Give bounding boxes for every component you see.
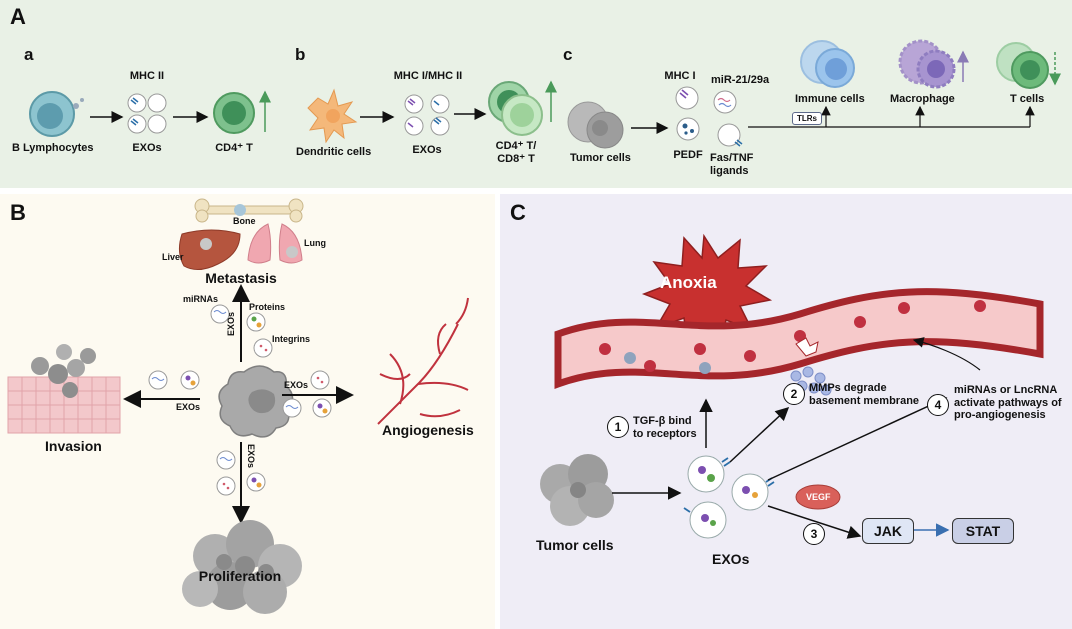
cd4-cd8-t-label: CD4⁺ T/ CD8⁺ T: [495, 140, 537, 165]
exos-left-label: EXOs: [176, 402, 201, 412]
b-lymphocytes-label: B Lymphocytes: [12, 142, 94, 154]
step3-number: 3: [803, 523, 825, 545]
integrins-label: Integrins: [272, 334, 311, 344]
exos-cluster-b-icon: [404, 94, 450, 136]
exos-down-label: EXOs: [246, 444, 256, 469]
lung-label: Lung: [304, 238, 326, 248]
panel-c: C: [500, 194, 1072, 629]
sub-a-label: a: [24, 45, 34, 64]
dendritic-cell-icon: [307, 88, 358, 144]
step2-number: 2: [783, 383, 805, 405]
mhc-i-label: MHC I: [664, 70, 696, 82]
step1-text: TGF-β bind to receptors: [633, 415, 697, 440]
angiogenesis-label: Angiogenesis: [382, 422, 474, 438]
exos-a-label: EXOs: [132, 142, 162, 154]
sub-c-label: c: [563, 45, 573, 64]
blood-vessel-icon: [554, 288, 1044, 390]
liver-icon: [178, 229, 241, 270]
immune-cells-label: Immune cells: [795, 93, 865, 105]
bone-label: Bone: [233, 216, 256, 226]
exos-cluster-a-icon: [127, 93, 167, 134]
stat-box: STAT: [952, 518, 1014, 544]
macrophage-icon: [898, 39, 956, 89]
anoxia-label: Anoxia: [660, 273, 717, 292]
step4-number: 4: [927, 394, 949, 416]
angiogenesis-vessels-icon: [377, 297, 469, 425]
exos-b-label: EXOs: [412, 144, 442, 156]
b-lymphocyte-icon: [29, 91, 84, 137]
t-cells-icon: [996, 42, 1049, 89]
cd4-t-label: CD4⁺ T: [215, 142, 253, 154]
immune-cells-icon: [800, 40, 855, 88]
panel-b-drawing: [7, 198, 469, 614]
jak-box: JAK: [862, 518, 914, 544]
exos-c-label: EXOs: [712, 551, 750, 567]
liver-label: Liver: [162, 252, 184, 262]
invasion-tissue-icon: [7, 344, 121, 434]
mirnas-label: miRNAs: [183, 294, 219, 304]
mir-21-29a-label: miR-21/29a: [711, 74, 770, 86]
fas-tnf-ligands-label: Fas/TNF ligands: [710, 152, 754, 177]
vegf-label: VEGF: [806, 492, 831, 502]
tumor-cells-c-icon: [540, 454, 614, 526]
cd4-t-cell-icon: [213, 92, 255, 134]
metastasis-label: Metastasis: [205, 270, 277, 286]
lung-icon: [247, 223, 303, 264]
pedf-label: PEDF: [673, 149, 703, 161]
mhc-i-ii-label: MHC I/MHC II: [393, 70, 463, 82]
panel-a-label: A: [10, 4, 26, 29]
macrophage-label: Macrophage: [890, 93, 955, 105]
bone-icon: [194, 198, 304, 223]
tumor-cell-b-icon: [218, 365, 294, 438]
exos-fas-icon: [717, 123, 743, 147]
panel-a-drawing: [29, 39, 1061, 149]
exos-up-label: EXOs: [226, 311, 236, 336]
exos-b-vesicles-icon: [148, 304, 332, 496]
proliferation-cluster-icon: [182, 520, 302, 614]
cd4-cd8-t-cell-icon: [488, 81, 543, 136]
tumor-cells-c-label: Tumor cells: [536, 537, 614, 553]
vegf-icon: [795, 484, 841, 510]
dendritic-cells-label: Dendritic cells: [296, 146, 372, 158]
exos-c-cluster-icon: [683, 455, 775, 539]
exos-pedf-icon: [676, 117, 700, 141]
panel-b: B: [0, 194, 495, 629]
tumor-cells-a-label: Tumor cells: [570, 152, 631, 164]
exos-right-label: EXOs: [284, 380, 309, 390]
sub-b-label: b: [295, 45, 306, 64]
step1-number: 1: [607, 416, 629, 438]
mhc-ii-label: MHC II: [129, 70, 165, 82]
tumor-cells-a-icon: [567, 101, 624, 149]
tlrs-badge: TLRs: [792, 112, 822, 125]
step2-text: MMPs degrade basement membrane: [809, 382, 920, 407]
exos-mhc-i-icon: [675, 86, 699, 110]
panel-b-label: B: [10, 200, 26, 225]
exos-mirna-icon: [713, 90, 737, 114]
proteins-label: Proteins: [249, 302, 286, 312]
panel-a: A: [0, 0, 1072, 188]
panel-c-drawing: [540, 233, 1044, 539]
invasion-label: Invasion: [45, 438, 102, 454]
proliferation-label: Proliferation: [198, 568, 282, 584]
panel-c-label: C: [510, 200, 526, 225]
step4-text: miRNAs or LncRNA activate pathways of pr…: [954, 384, 1062, 422]
t-cells-label: T cells: [1010, 93, 1045, 105]
